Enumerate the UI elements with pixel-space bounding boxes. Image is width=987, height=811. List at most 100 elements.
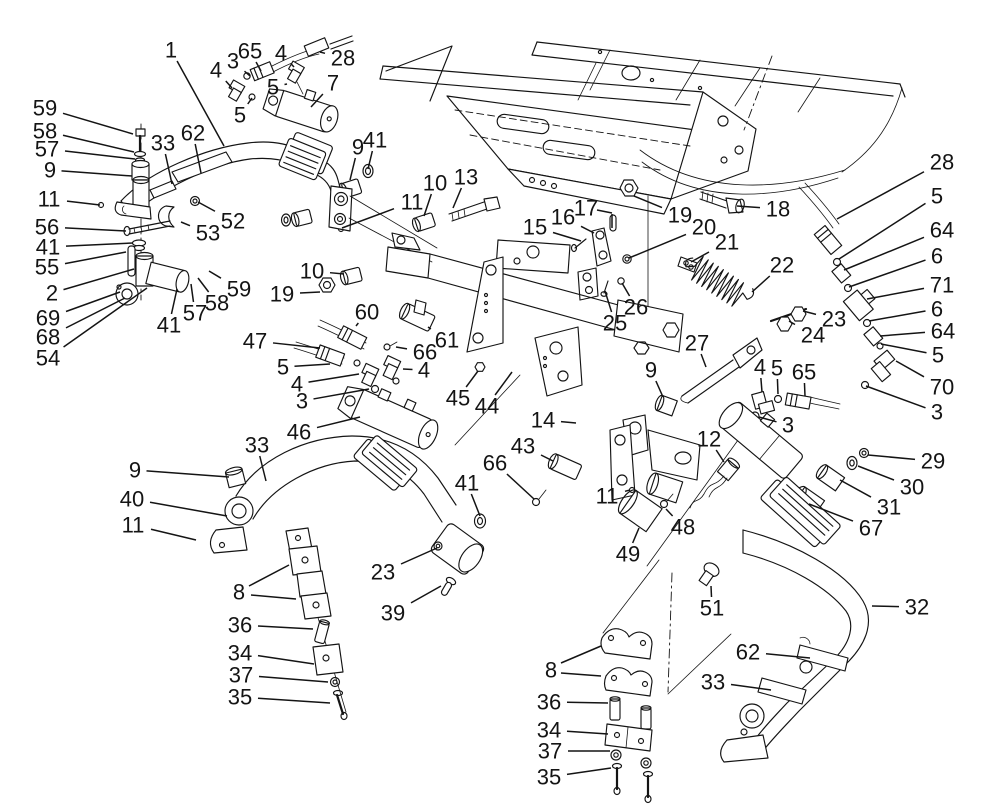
callout-leader-29	[867, 454, 916, 461]
callout-leader-59	[62, 112, 134, 135]
callout-label-39-92: 39	[381, 601, 405, 626]
callout-label-7-8: 7	[327, 71, 339, 96]
callout-label-9-12: 9	[44, 158, 56, 183]
callout-leader-36	[257, 625, 314, 630]
callout-label-41-26: 41	[363, 128, 387, 153]
callout-label-5-6: 5	[267, 75, 279, 100]
callout-label-3-1: 3	[227, 49, 239, 74]
callout-leader-67	[808, 503, 854, 522]
callout-label-30-59: 30	[900, 475, 924, 500]
callout-leader-43	[540, 454, 554, 462]
callout-leader-45	[465, 370, 479, 388]
callout-label-26-37: 26	[624, 295, 648, 320]
callout-leader-47	[272, 342, 321, 349]
callout-leader-5	[294, 363, 331, 368]
callout-leader-11	[66, 200, 101, 206]
callout-label-16-31: 16	[551, 205, 575, 230]
callout-leader-35	[566, 767, 612, 776]
callout-leader-3	[865, 385, 926, 409]
callout-leader-59	[208, 270, 222, 279]
callout-leader-6	[868, 310, 926, 322]
callout-leader-39	[410, 585, 442, 604]
callout-label-24-51: 24	[801, 323, 825, 348]
callout-leader-9	[146, 470, 230, 478]
chassis-frame	[379, 41, 906, 215]
callout-leader-27	[700, 353, 707, 368]
callout-label-49-63: 49	[616, 542, 640, 567]
callout-label-11-85: 11	[122, 513, 145, 538]
callout-leader-10	[329, 271, 345, 275]
callout-leader-26	[621, 282, 631, 297]
callout-label-34-88: 34	[228, 641, 252, 666]
right-arm	[602, 476, 870, 763]
callout-leader-17	[596, 209, 613, 214]
callout-label-4-79: 4	[291, 372, 303, 397]
callout-leader-33	[259, 455, 267, 482]
callout-label-55-16: 55	[35, 255, 59, 280]
callout-leader-30	[857, 465, 895, 481]
callout-leader-34	[566, 730, 609, 735]
hose-fittings-left	[293, 299, 436, 394]
callout-leader-41	[65, 242, 134, 247]
callout-label-19-102: 19	[270, 282, 294, 307]
callout-label-36-94: 36	[537, 690, 561, 715]
callout-label-57-104: 57	[183, 301, 207, 326]
callout-leader-48	[665, 508, 674, 517]
callout-leader-21	[690, 251, 710, 263]
callout-leader-5	[838, 202, 926, 260]
callout-leader-49	[631, 527, 640, 544]
callout-label-5-78: 5	[277, 355, 289, 380]
callout-leader-31	[839, 479, 872, 498]
callout-leader-13	[452, 187, 463, 209]
callout-leader-18	[736, 205, 761, 209]
callout-label-66-75: 66	[413, 340, 437, 365]
callout-label-68-19: 68	[36, 325, 60, 350]
callout-label-62-22: 62	[181, 121, 205, 146]
callout-label-41-103: 41	[157, 313, 181, 338]
callout-label-18-36: 18	[766, 197, 790, 222]
callout-label-58-105: 58	[205, 291, 229, 316]
callout-label-37-96: 37	[538, 739, 562, 764]
callout-leader-41	[470, 493, 481, 517]
callout-label-5-40: 5	[931, 184, 943, 209]
callout-label-4-3: 4	[275, 41, 287, 66]
callout-leader-6	[848, 259, 926, 288]
lower-left-arm	[209, 435, 485, 596]
callout-label-15-30: 15	[523, 215, 547, 240]
callout-leader-71	[866, 287, 925, 300]
callout-leader-32	[871, 605, 900, 608]
callout-label-13-28: 13	[454, 165, 478, 190]
bracket-hardware	[570, 195, 698, 339]
callout-leader-11	[624, 489, 631, 493]
callout-leader-68	[65, 297, 126, 329]
callout-leader-12	[715, 449, 725, 463]
callout-label-25-38: 25	[603, 311, 627, 336]
spring-and-rod	[680, 255, 808, 404]
callout-leader-44	[494, 371, 513, 396]
callout-leader-9	[349, 157, 357, 181]
cylinder-7-assembly	[227, 35, 354, 133]
callout-label-57-11: 57	[35, 137, 59, 162]
callout-label-9-66: 9	[645, 358, 657, 383]
callout-label-11-65: 11	[596, 484, 619, 509]
callout-label-4-76: 4	[418, 358, 430, 383]
callout-leader-5	[247, 97, 253, 105]
callout-leader-56	[64, 227, 127, 232]
callout-leader-3	[313, 388, 370, 400]
callout-label-8-93: 8	[545, 658, 557, 683]
callout-label-71-43: 71	[930, 273, 954, 298]
callout-leader-20	[628, 233, 687, 259]
callout-leader-3	[244, 70, 251, 77]
callout-label-19-33: 19	[668, 203, 692, 228]
callout-leader-23	[802, 310, 817, 316]
callout-label-14-67: 14	[531, 408, 555, 433]
callout-leader-65	[803, 382, 806, 397]
callout-label-47-77: 47	[243, 329, 267, 354]
callout-label-44-71: 44	[475, 394, 499, 419]
callout-label-58-10: 58	[33, 119, 57, 144]
fitting-chain-right	[798, 182, 896, 390]
callout-leader-3	[758, 416, 777, 423]
callout-leader-28	[319, 51, 326, 55]
callout-leader-11	[150, 528, 197, 541]
callout-leader-41	[367, 150, 374, 170]
